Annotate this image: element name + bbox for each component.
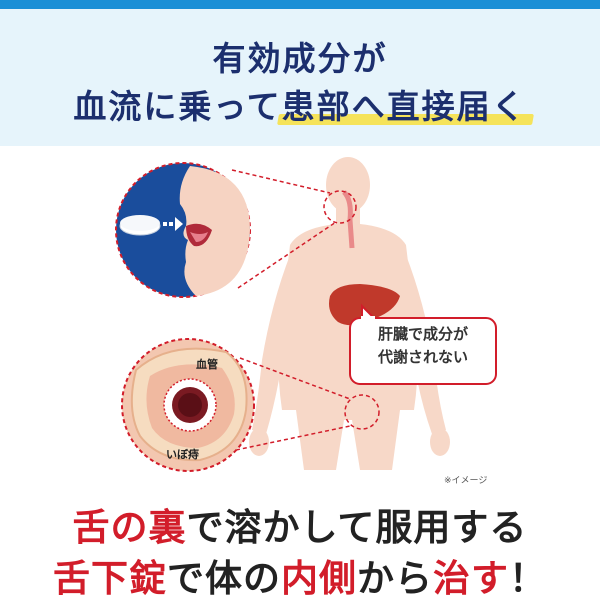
zoom-lines-hemorrhoid: [235, 357, 380, 451]
callout-line-2: 代謝されない: [377, 348, 468, 366]
zoom-lines-mouth: [231, 169, 357, 289]
bottom-line2-segment: から: [357, 557, 433, 600]
label-hemorrhoid: いぼ痔: [166, 448, 199, 461]
headline-line-1: 有効成分が: [212, 39, 388, 78]
callout-text: 肝臓で成分が 代謝されない: [356, 323, 490, 369]
arrow-right-icon: [163, 217, 183, 231]
bottom-line-2: 舌下錠で体の内側から治す！: [0, 548, 600, 600]
illustration: [115, 157, 497, 472]
headline-line-2-pre: 血流に乗って: [73, 87, 282, 126]
headline-highlight: 患部へ直接届く: [282, 80, 527, 128]
callout-bubble: [349, 303, 497, 385]
bottom-line2-segment: で体の: [167, 557, 281, 600]
tablet-icon: [119, 215, 161, 236]
bottom-line2-segment: ！: [509, 557, 547, 600]
bottom-line1-segment: で溶かして服用する: [186, 506, 528, 549]
mouth-illustration: [115, 162, 251, 298]
bottom-line2-segment: 舌下錠: [53, 557, 167, 600]
bottom-line1-segment: 舌の裏: [72, 506, 187, 549]
headline-highlight-text: 患部へ直接届く: [281, 87, 527, 126]
liver-icon: [329, 284, 400, 326]
hemorrhoid-cross-section: [121, 338, 255, 472]
bottom-line-1: 舌の裏で溶かして服用する: [0, 497, 600, 551]
label-blood-vessel: 血管: [196, 358, 218, 371]
image-note: ※イメージ: [444, 476, 488, 486]
bottom-line2-segment: 内側: [281, 557, 357, 600]
header-banner: 有効成分が 血流に乗って患部へ直接届く: [0, 9, 600, 146]
bottom-line2-segment: 治す: [433, 557, 509, 600]
headline-line-2: 血流に乗って患部へ直接届く: [0, 80, 600, 128]
top-accent-bar: [0, 0, 600, 9]
callout-line-1: 肝臓で成分が: [377, 325, 468, 343]
